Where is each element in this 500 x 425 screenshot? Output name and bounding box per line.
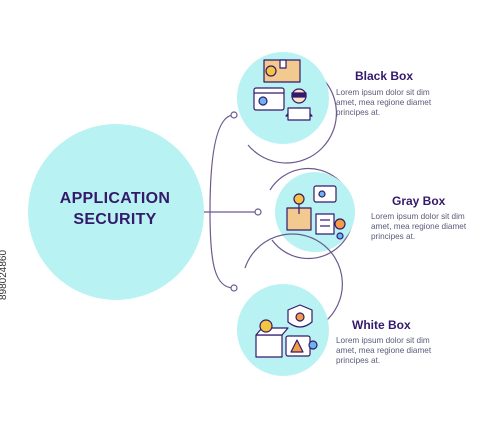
center-label-line2: SECURITY — [73, 211, 157, 228]
black-box-description: Lorem ipsum dolor sit dim amet, mea regi… — [336, 88, 432, 117]
white-box-title: White Box — [352, 318, 411, 332]
connector-dot-black-box — [230, 111, 238, 119]
center-label-line1: APPLICATION — [59, 190, 171, 207]
white-box-icon — [255, 304, 318, 358]
node-white-box — [230, 233, 343, 376]
gray-box-icon — [286, 185, 346, 240]
gray-box-description: Lorem ipsum dolor sit dim amet, mea regi… — [371, 212, 467, 241]
node-gray-box — [254, 167, 355, 260]
center-label: APPLICATION SECURITY — [40, 188, 190, 230]
stock-id: 898024860 — [0, 249, 9, 300]
connector-dot-white-box — [230, 284, 238, 292]
white-box-description: Lorem ipsum dolor sit dim amet, mea regi… — [336, 336, 432, 365]
gray-box-title: Gray Box — [392, 194, 446, 208]
node-black-box — [230, 52, 338, 164]
connector-dot-gray-box — [254, 208, 262, 216]
center-circle — [28, 124, 204, 300]
black-box-title: Black Box — [355, 69, 414, 83]
black-box-icon — [253, 59, 313, 121]
